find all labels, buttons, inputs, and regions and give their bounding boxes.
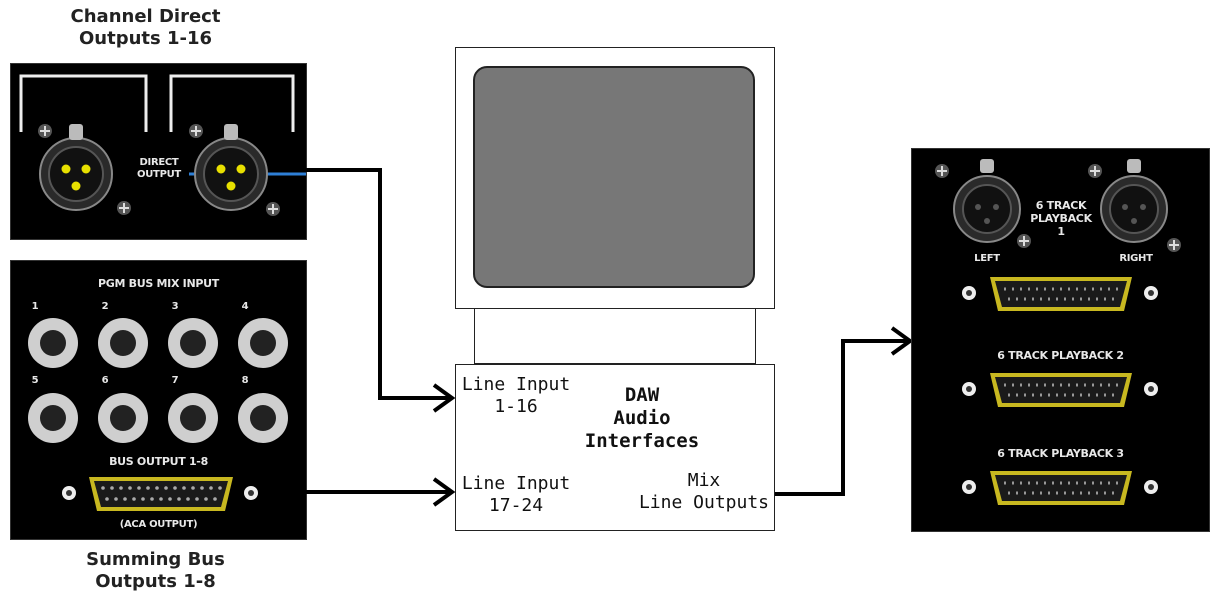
label-line: OUTPUT: [137, 169, 181, 180]
label-line: Line Input: [461, 374, 571, 395]
bus-output-sublabel: (ACA OUTPUT): [119, 519, 198, 530]
arrowhead: [432, 477, 456, 507]
xlr-connector-right: [1088, 159, 1181, 252]
daw-title: DAW Audio Interfaces: [582, 384, 702, 453]
label-line: 1: [1057, 225, 1065, 238]
caption-line: Channel Direct: [70, 6, 221, 27]
label-line: DIRECT: [139, 157, 179, 168]
xlr-connector-left: [935, 159, 1031, 248]
monitor-screen: [473, 66, 755, 288]
direct-output-graphics: [19, 74, 306, 216]
bus-output-panel: PGM BUS MIX INPUT 1 2 3 4 5 6 7 8 BUS OU…: [10, 260, 307, 540]
caption-line: Outputs 1-16: [78, 28, 213, 49]
label-line: PLAYBACK: [1030, 212, 1092, 225]
label-line: Mix: [687, 470, 721, 491]
dsub-connector: [962, 277, 1158, 311]
xlr-connector-left: [38, 124, 131, 215]
jack-number: 3: [171, 301, 179, 312]
caption-line: Outputs 1-8: [95, 571, 216, 592]
direct-output-label: DIRECT OUTPUT: [129, 157, 189, 181]
jack-number: 8: [241, 375, 249, 386]
daw-box: [455, 364, 775, 531]
trs-jack: [98, 393, 148, 443]
caption-channel-direct: Channel Direct Outputs 1-16: [38, 6, 253, 50]
playback-panel-graphics: [935, 159, 1181, 505]
dsub-connector: [62, 477, 258, 511]
right-label: RIGHT: [1119, 253, 1153, 264]
label-line: 17-24: [488, 495, 544, 516]
playback-1-title: 6 TRACK PLAYBACK 1: [1025, 199, 1097, 238]
monitor: [455, 47, 775, 309]
jack-number: 1: [31, 301, 39, 312]
trs-jack: [238, 318, 288, 368]
line-input-17-24: Line Input 17-24: [458, 473, 574, 517]
label-line: 6 TRACK: [1035, 199, 1087, 212]
xlr-connector-right: [189, 124, 280, 216]
bus-panel-title: PGM BUS MIX INPUT: [98, 277, 219, 290]
jack-number: 7: [171, 375, 179, 386]
label-line: Line Outputs: [638, 492, 770, 513]
trs-jack: [98, 318, 148, 368]
playback-3-label: 6 TRACK PLAYBACK 3: [997, 447, 1124, 460]
bracket-left: [19, 74, 148, 132]
title-line: DAW: [624, 384, 660, 406]
line-input-1-16: Line Input 1-16: [458, 374, 574, 418]
bus-panel-graphics: [28, 318, 288, 511]
trs-jack: [168, 318, 218, 368]
title-line: Interfaces: [584, 430, 700, 452]
mix-line-outputs: Mix Line Outputs: [636, 470, 772, 514]
trs-jack: [238, 393, 288, 443]
playback-2-label: 6 TRACK PLAYBACK 2: [997, 349, 1124, 362]
jack-number: 4: [241, 301, 249, 312]
bracket-right: [169, 74, 295, 132]
arrow-daw-to-playback: [775, 339, 908, 496]
dsub-connector: [962, 373, 1158, 407]
bus-output-label: BUS OUTPUT 1-8: [109, 455, 208, 468]
label-line: Line Input: [461, 473, 571, 494]
jack-number: 2: [101, 301, 109, 312]
caption-summing-bus: Summing Bus Outputs 1-8: [48, 549, 263, 593]
jack-number: 6: [101, 375, 109, 386]
arrowhead: [432, 383, 456, 413]
playback-panel: 6 TRACK PLAYBACK 1 LEFT RIGHT 6 TRACK PL…: [911, 148, 1210, 532]
jack-number: 5: [31, 375, 39, 386]
trs-jack: [28, 318, 78, 368]
trs-jack: [28, 393, 78, 443]
direct-output-panel: DIRECT OUTPUT: [10, 63, 307, 240]
label-line: 1-16: [494, 396, 538, 417]
trs-jack: [168, 393, 218, 443]
left-label: LEFT: [974, 253, 1000, 264]
monitor-stand: [474, 308, 756, 364]
arrow-direct-to-daw: [305, 168, 450, 400]
title-line: Audio: [613, 407, 671, 429]
arrowhead: [890, 326, 914, 356]
dsub-connector: [962, 471, 1158, 505]
caption-line: Summing Bus: [86, 549, 225, 570]
